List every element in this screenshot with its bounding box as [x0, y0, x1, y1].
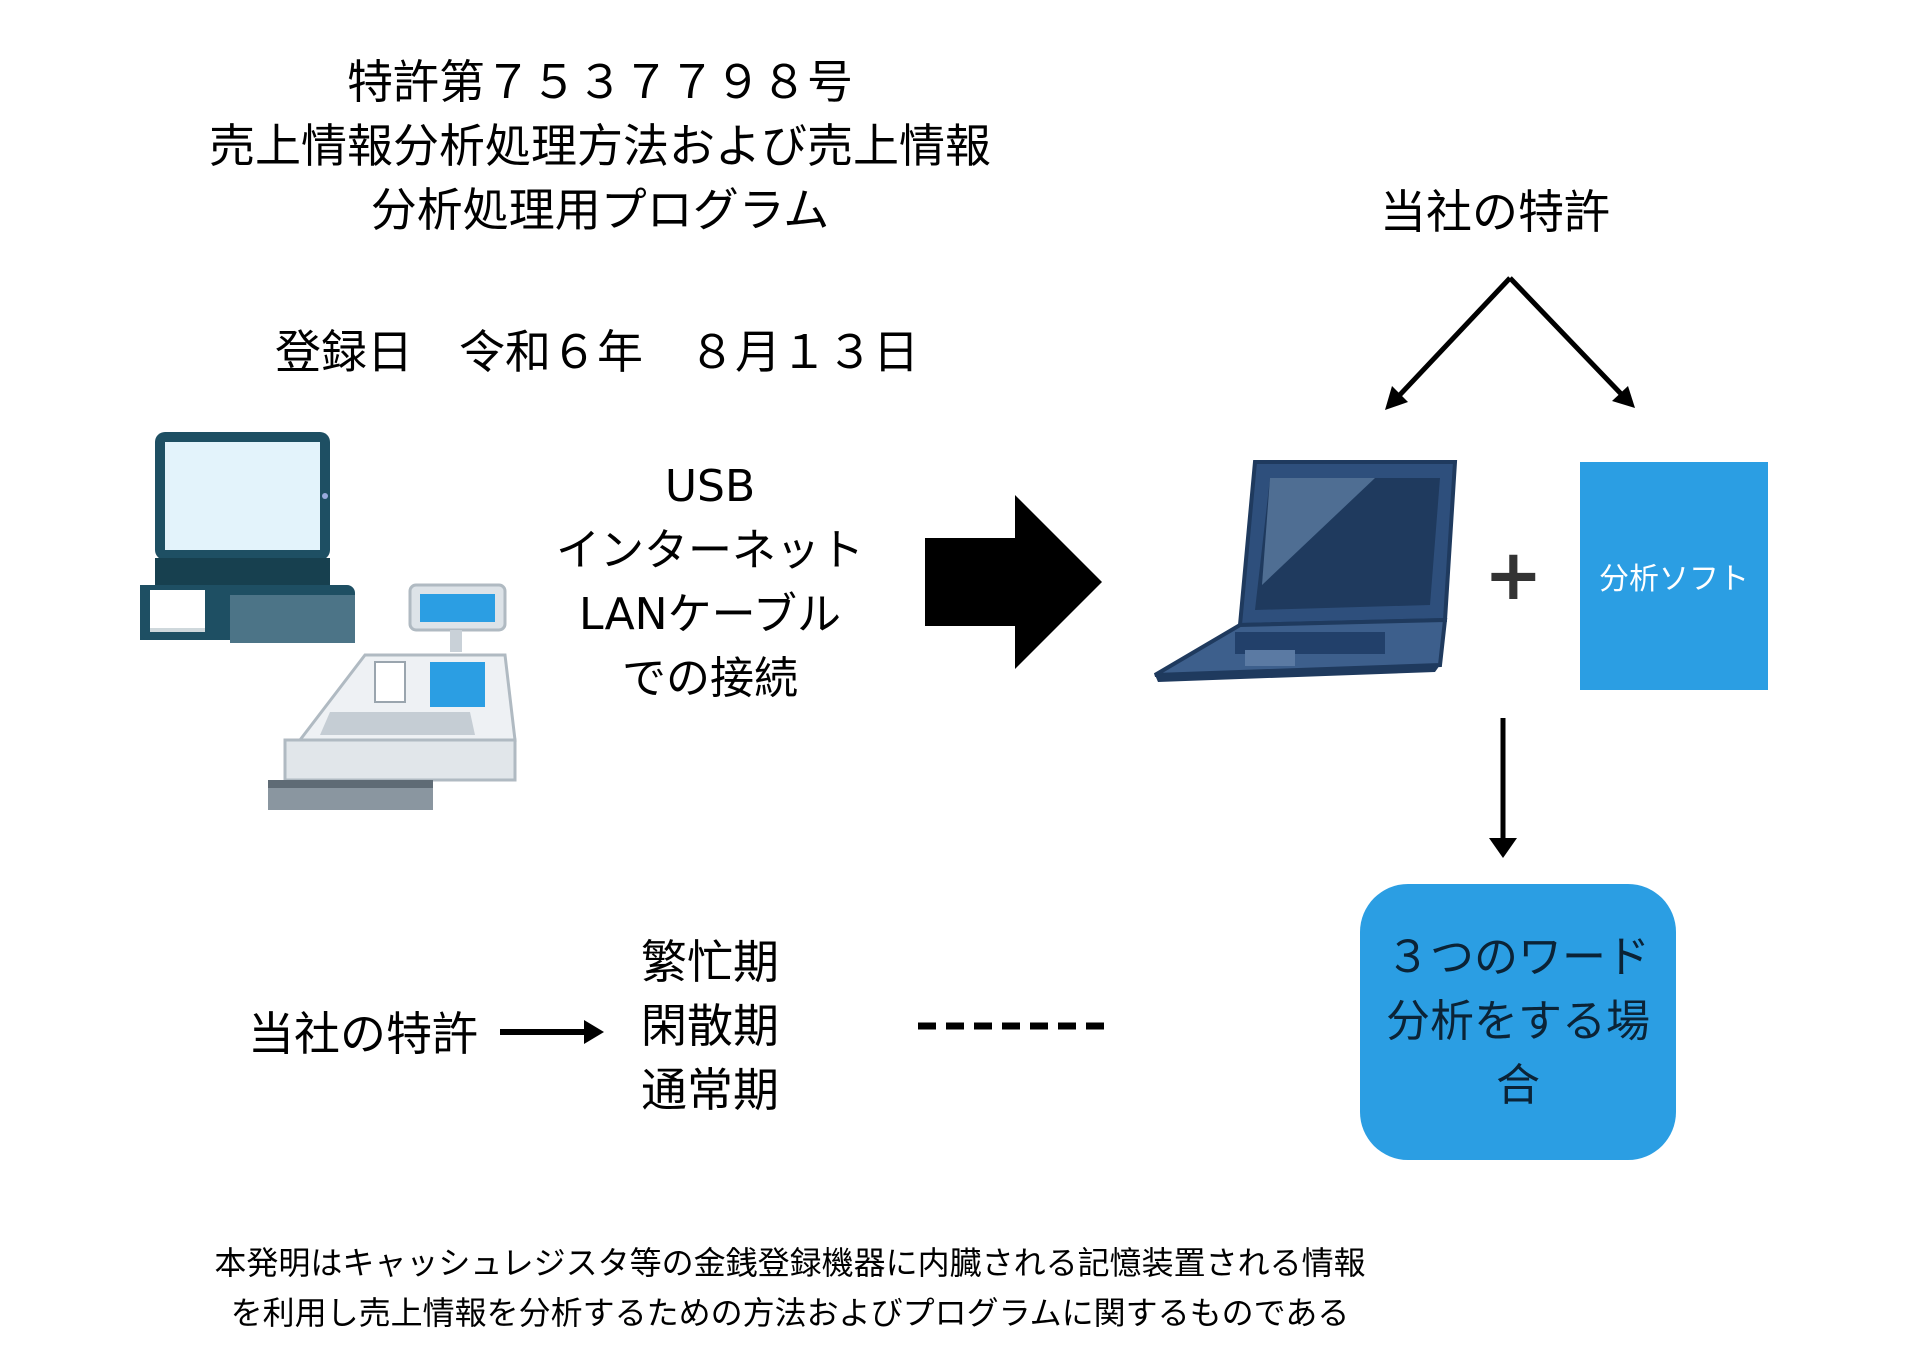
period-normal: 通常期 [641, 1063, 779, 1117]
connection-internet: インターネット [556, 525, 864, 576]
small-right-arrow-head [584, 1020, 604, 1044]
plus-sign: + [1484, 534, 1543, 616]
footer-description: 本発明はキャッシュレジスタ等の金銭登録機器に内臓される記憶装置される情報 を利用… [150, 1238, 1430, 1338]
connection-methods: USB インターネット LANケーブル での接続 [530, 455, 890, 711]
three-word-analysis-box: ３つのワード分析をする場合 [1360, 884, 1676, 1160]
down-arrow-head [1489, 838, 1517, 858]
laptop-icon [1153, 460, 1458, 682]
period-busy: 繁忙期 [641, 935, 779, 989]
big-right-arrow [925, 495, 1102, 669]
patent-title: 特許第７５３７７９８号 売上情報分析処理方法および売上情報 分析処理用プログラム [150, 50, 1050, 242]
bottom-patent-label: 当社の特許 [248, 1007, 478, 1061]
period-slow: 閑散期 [641, 999, 779, 1053]
arrowhead-right [1612, 386, 1635, 408]
top-patent-label: 当社の特許 [1380, 185, 1610, 239]
period-list: 繁忙期 閑散期 通常期 [620, 930, 800, 1122]
connection-lan: LANケーブル [579, 589, 841, 640]
patent-number: 特許第７５３７７９８号 [347, 55, 853, 109]
registration-date: 登録日 令和６年 ８月１３日 [275, 325, 919, 379]
pos-terminal-icon [140, 432, 355, 643]
analysis-software-label: 分析ソフト [1599, 562, 1749, 597]
footer-line1: 本発明はキャッシュレジスタ等の金銭登録機器に内臓される記憶装置される情報 [214, 1244, 1366, 1282]
footer-line2: を利用し売上情報を分析するための方法およびプログラムに関するものである [230, 1294, 1350, 1332]
connection-suffix: での接続 [622, 653, 798, 704]
connection-usb: USB [664, 461, 756, 512]
patent-name-line2: 分析処理用プログラム [370, 183, 830, 237]
patent-name-line1: 売上情報分析処理方法および売上情報 [209, 119, 991, 173]
split-arrows [1393, 276, 1627, 402]
analysis-software-box: 分析ソフト [1580, 462, 1768, 690]
cash-register-icon [268, 583, 517, 810]
arrowhead-left [1385, 386, 1408, 410]
dash-text: ------- [918, 1000, 919, 1001]
three-word-analysis-label: ３つのワード分析をする場合 [1386, 932, 1650, 1111]
